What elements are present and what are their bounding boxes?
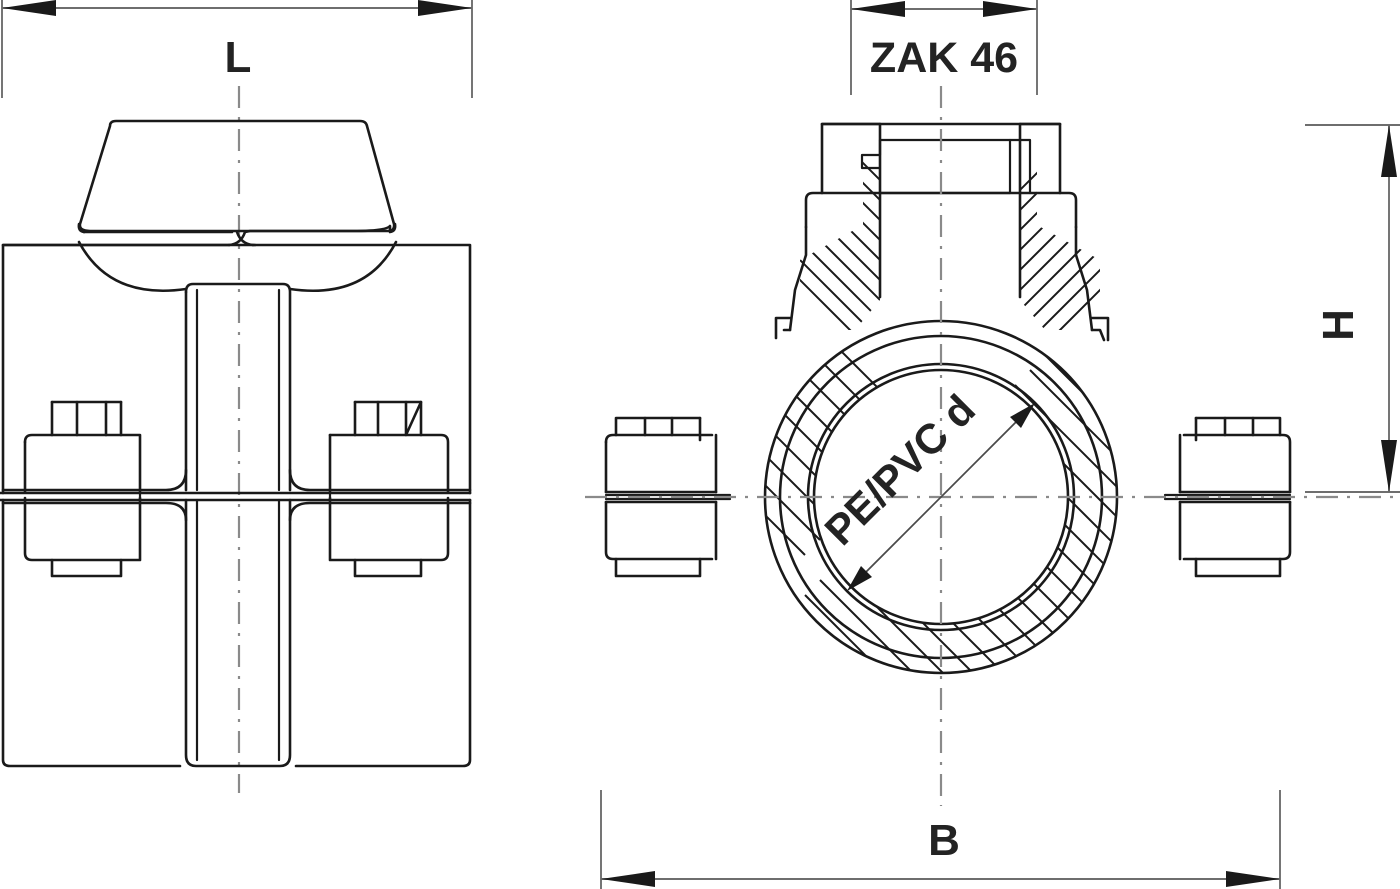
section-neck-step-left bbox=[774, 316, 792, 340]
front-rib-flare-right bbox=[288, 468, 472, 492]
section-nut-right-lower bbox=[1182, 500, 1292, 561]
dimension-ZAK: ZAK 46 bbox=[850, 0, 1038, 95]
front-body-top-right bbox=[251, 243, 472, 495]
dimension-ZAK-label: ZAK 46 bbox=[870, 34, 1018, 82]
dimension-L-label: L bbox=[225, 33, 252, 82]
dimension-H-arrow-bottom bbox=[1381, 440, 1397, 492]
front-body-lower-left bbox=[1, 498, 182, 768]
dimension-B-arrow-left bbox=[601, 871, 655, 887]
section-bolt-left-upper-shank-lines bbox=[643, 416, 702, 442]
section-bolt-right-upper-shank-lines bbox=[1194, 416, 1255, 442]
dimension-B: B bbox=[600, 790, 1281, 889]
section-neck-step-right bbox=[1090, 316, 1110, 342]
front-body-shoulder-right bbox=[235, 230, 255, 247]
dimension-L: L bbox=[1, 0, 473, 98]
section-nut-right-upper bbox=[1182, 433, 1292, 494]
dimension-ZAK-arrow-right bbox=[983, 1, 1037, 17]
front-nut-left-upper bbox=[23, 433, 142, 494]
front-bolt-right-shank-lines bbox=[353, 400, 423, 437]
dimension-d-arrow-lower-left bbox=[847, 566, 872, 591]
front-bolt-left-shank-lines bbox=[50, 400, 123, 437]
front-bolt-left-lower-shank bbox=[50, 558, 123, 578]
dimension-ZAK-arrow-left bbox=[851, 1, 905, 17]
front-rib-flare-lower-right bbox=[288, 501, 472, 522]
dimension-H: H bbox=[1305, 124, 1400, 493]
dimension-d-arrow-upper-right bbox=[1010, 403, 1035, 428]
front-nut-right-lower bbox=[328, 496, 450, 562]
front-cone-right bbox=[288, 240, 398, 293]
section-neck-right-outer bbox=[1018, 122, 1078, 229]
dimension-B-arrow-right bbox=[1226, 871, 1280, 887]
section-neck-left-outer bbox=[804, 122, 882, 229]
front-rib-flare-left bbox=[1, 468, 188, 492]
section-bolt-left-lower-shank bbox=[614, 557, 702, 578]
front-nut-left-lower bbox=[23, 496, 142, 562]
front-cone-left bbox=[77, 240, 188, 293]
front-bolt-split-ticks bbox=[138, 491, 332, 502]
dimension-H-arrow-top bbox=[1381, 125, 1397, 177]
section-nut-left-lower bbox=[604, 500, 714, 561]
section-neck-left-shoulder bbox=[788, 225, 808, 332]
section-neck-right-shoulder bbox=[1074, 225, 1094, 332]
front-centre-rib-lower bbox=[184, 498, 292, 768]
dimension-d-line bbox=[850, 406, 1032, 588]
front-body-lower-right bbox=[294, 498, 472, 768]
dimension-B-label: B bbox=[928, 816, 960, 865]
dimension-L-arrow-left bbox=[2, 0, 56, 16]
front-bolt-right-lower-shank bbox=[353, 558, 423, 578]
section-neck-lug-right bbox=[1090, 328, 1106, 342]
section-neck-recess-right bbox=[1008, 138, 1032, 195]
front-nut-right-upper bbox=[328, 433, 450, 494]
front-top-cap bbox=[78, 119, 396, 233]
dimension-L-arrow-right bbox=[418, 0, 472, 16]
front-elevation-view bbox=[0, 86, 472, 793]
front-body-shoulder-left bbox=[227, 230, 247, 247]
section-bolt-right-lower-shank bbox=[1194, 557, 1282, 578]
front-rib-flare-lower-left bbox=[1, 501, 188, 522]
dimension-H-label: H bbox=[1314, 309, 1363, 341]
section-nut-left-upper-top bbox=[604, 433, 714, 444]
front-centre-rib-upper bbox=[184, 282, 292, 492]
